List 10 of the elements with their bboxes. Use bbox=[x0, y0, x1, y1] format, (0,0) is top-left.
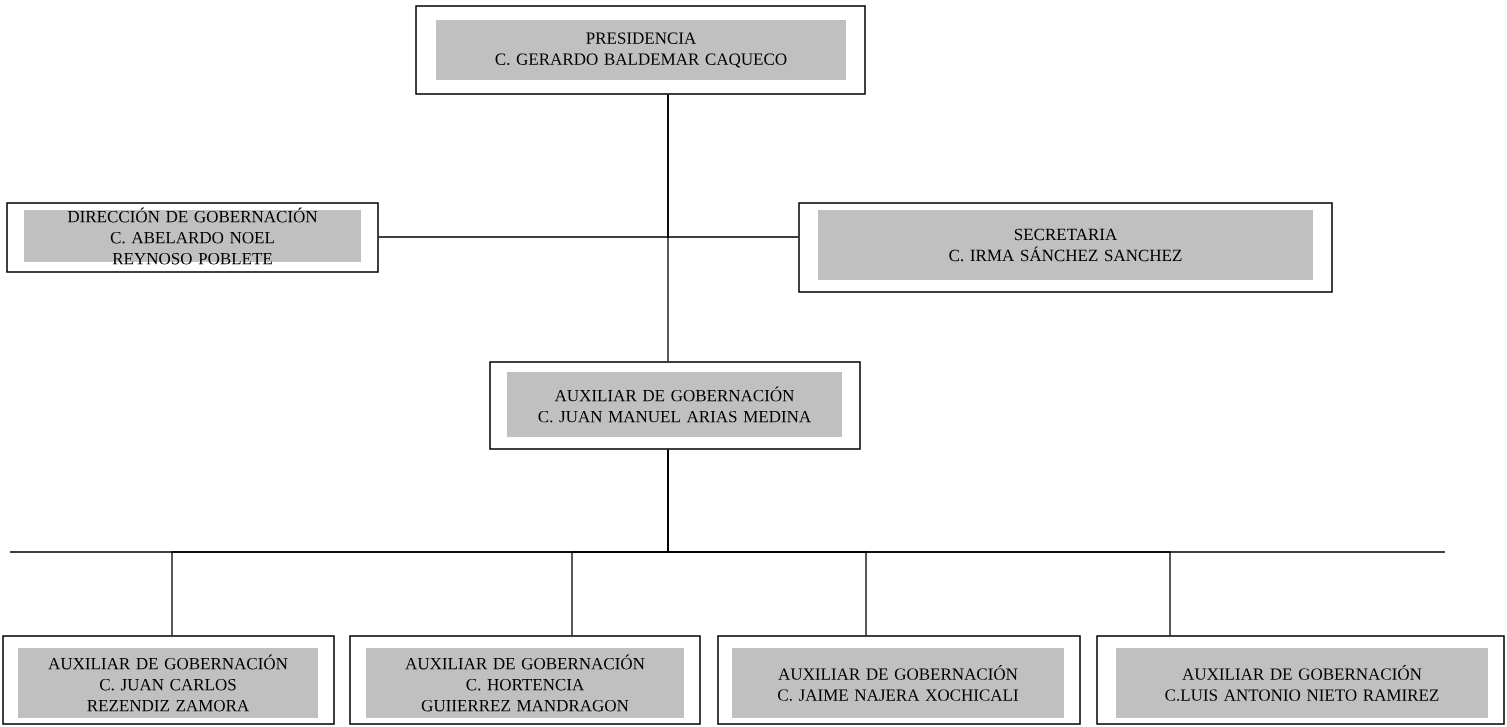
org-box: AUXILIAR DE GOBERNACIÓN C. JUAN MANUEL ARIAS MEDINA bbox=[489, 361, 861, 450]
org-box: SECRETARIA C. IRMA SÁNCHEZ SANCHEZ bbox=[798, 202, 1333, 293]
org-box: AUXILIAR DE GOBERNACIÓN C. JUAN CARLOS REZENDIZ ZAMORA bbox=[2, 635, 335, 725]
org-box: AUXILIAR DE GOBERNACIÓN C. HORTENCIA GUIIERREZ MANDRAGON bbox=[349, 635, 701, 725]
org-box: PRESIDENCIA C. GERARDO BALDEMAR CAQUECO bbox=[415, 5, 866, 95]
org-box: AUXILIAR DE GOBERNACIÓN C. JAIME NAJERA XOCHICALI bbox=[717, 635, 1081, 725]
org-box: DIRECCIÓN DE GOBERNACIÓN C. ABELARDO NOEL REYNOSO POBLETE bbox=[6, 202, 379, 273]
org-box: AUXILIAR DE GOBERNACIÓN C.LUIS ANTONIO NIETO RAMIREZ bbox=[1096, 635, 1505, 725]
connector-line bbox=[667, 94, 669, 362]
connector-line bbox=[667, 449, 1171, 636]
